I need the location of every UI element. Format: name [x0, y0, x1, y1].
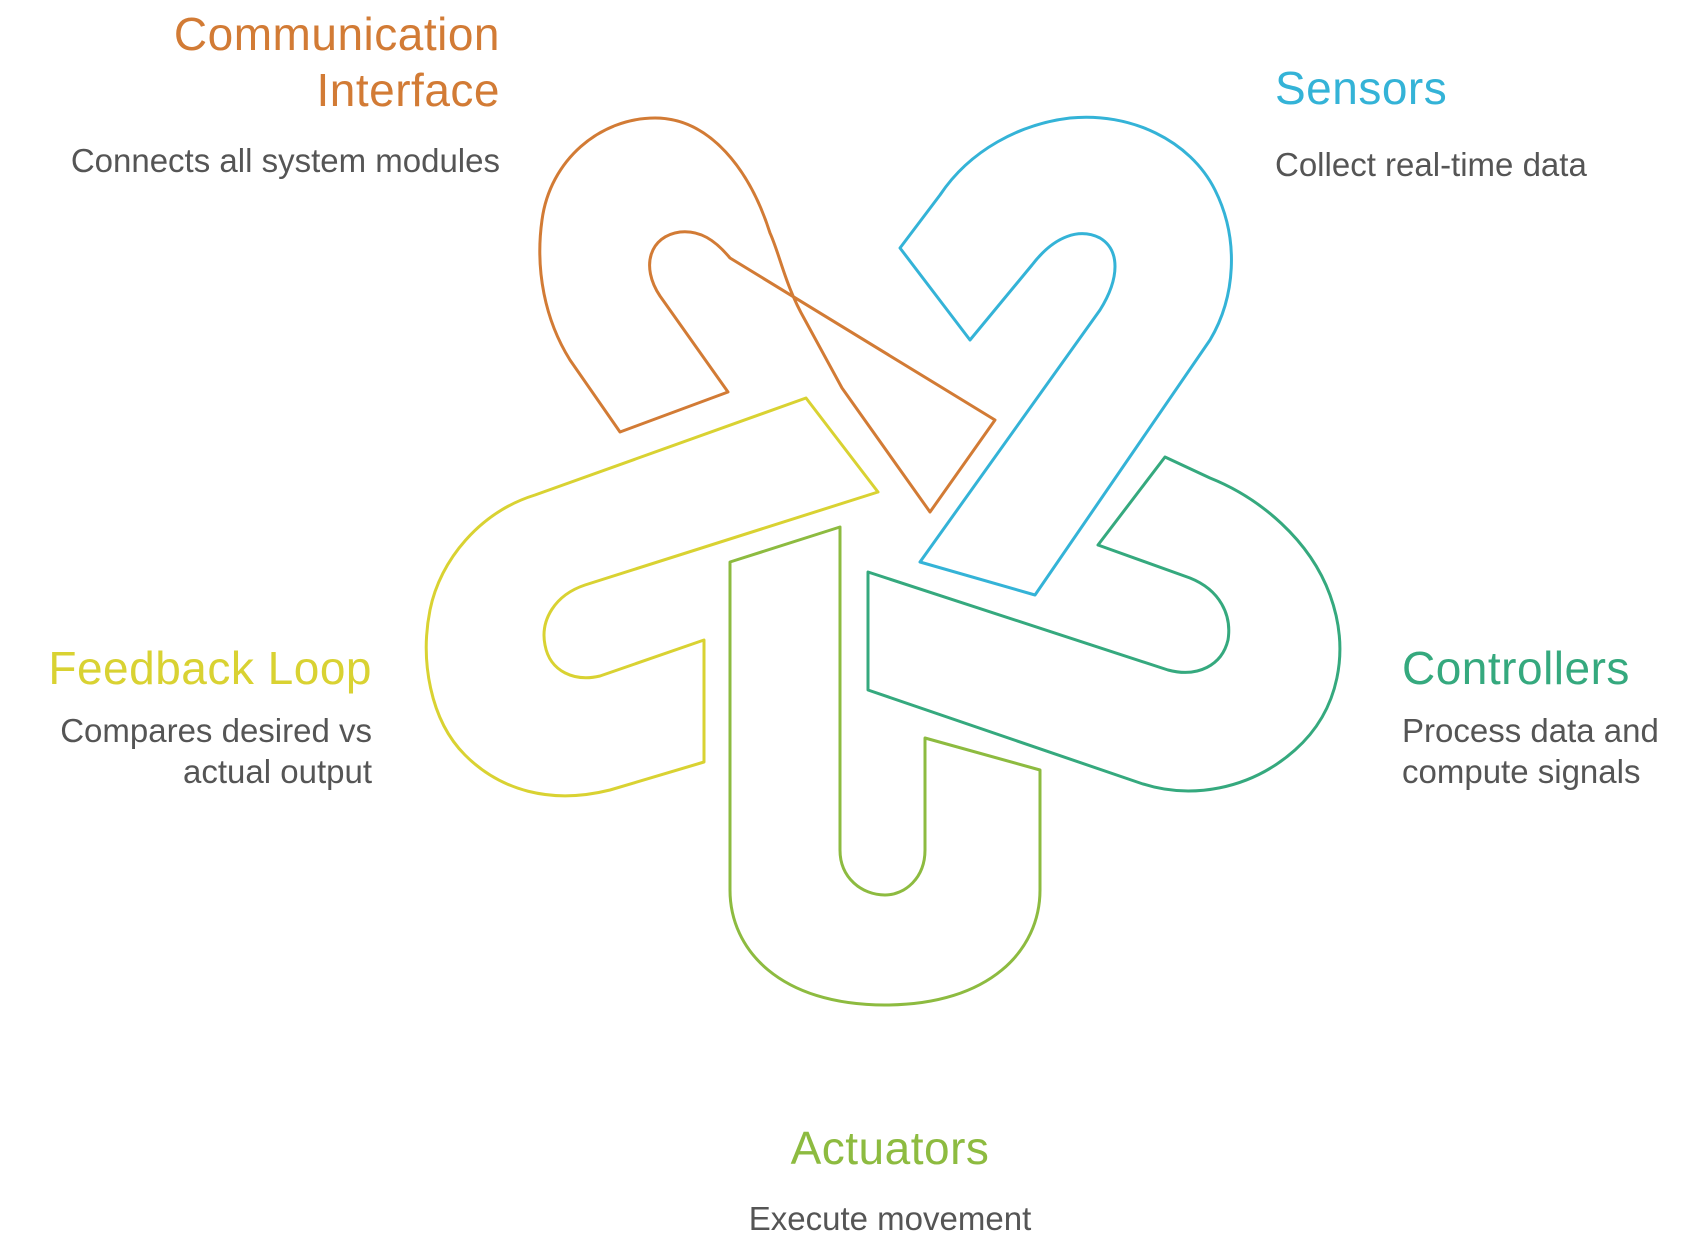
link-feedback	[424, 396, 880, 798]
sensors-description: Collect real-time data	[1275, 146, 1587, 183]
label-communication-interface: Communication Interface Connects all sys…	[60, 6, 500, 181]
actuators-title: Actuators	[790, 1122, 990, 1174]
controllers-title: Controllers	[1402, 642, 1630, 694]
communication-title: Communication Interface	[173, 8, 500, 116]
link-sensors	[898, 115, 1233, 597]
sensors-title: Sensors	[1275, 62, 1448, 114]
label-feedback-loop: Feedback Loop Compares desired vs actual…	[20, 640, 372, 792]
label-controllers: Controllers Process data and compute sig…	[1402, 640, 1691, 792]
communication-description: Connects all system modules	[70, 142, 500, 179]
link-actuators	[728, 525, 1042, 1007]
label-actuators: Actuators Execute movement	[640, 1120, 1140, 1239]
feedback-description: Compares desired vs actual output	[60, 712, 372, 790]
feedback-title: Feedback Loop	[48, 642, 372, 694]
actuators-description: Execute movement	[748, 1200, 1032, 1237]
link-communication	[538, 116, 997, 514]
label-sensors: Sensors Collect real-time data	[1275, 60, 1675, 185]
controllers-description: Process data and compute signals	[1402, 712, 1659, 790]
link-controllers	[866, 455, 1342, 793]
